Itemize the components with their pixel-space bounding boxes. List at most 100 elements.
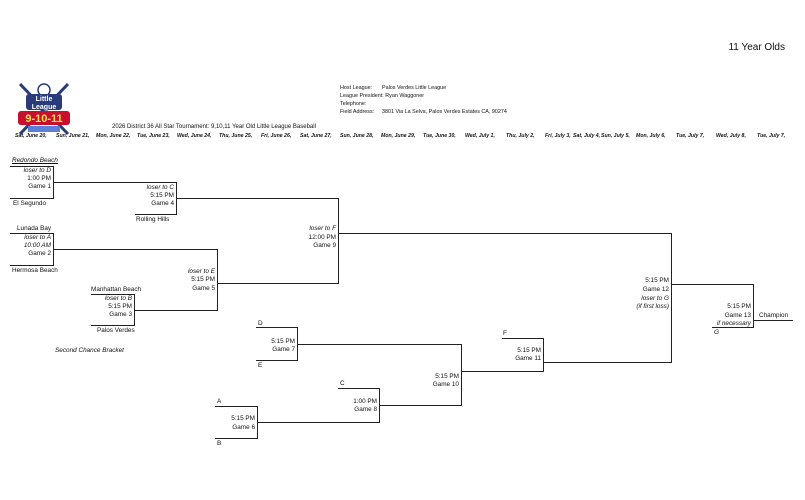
date-col: Tue, June 23, [137, 133, 170, 139]
bracket-line [543, 338, 544, 372]
bracket-line [215, 438, 257, 439]
game2-time: 10:00 AM [23, 242, 51, 249]
team-hermosa-beach: Hermosa Beach [12, 267, 58, 274]
logo-line3: 9-10-11 [25, 113, 62, 125]
bracket-line [379, 405, 461, 406]
date-col: Wed, June 24, [177, 133, 212, 139]
slot-g: G [714, 329, 719, 336]
game5-label: Game 5 [192, 285, 215, 292]
game12-label: Game 12 [642, 286, 669, 293]
second-chance-label: Second Chance Bracket [55, 347, 124, 354]
team-el-segundo: El Segundo [13, 200, 47, 207]
bracket-line [176, 198, 338, 199]
game6-label: Game 6 [232, 424, 255, 431]
tournament-title: 2026 District 36 All Star Tournament: 9,… [112, 124, 316, 130]
bracket-line [461, 371, 543, 372]
bracket-line [543, 362, 671, 363]
bracket-line [753, 320, 793, 321]
team-manhattan-beach: Manhattan Beach [91, 286, 142, 293]
game9-loser: loser to F [309, 225, 336, 232]
bracket-line [712, 327, 754, 328]
bracket-line [91, 325, 134, 326]
bracket-line [338, 388, 379, 389]
game5-time: 5:15 PM [191, 276, 215, 283]
bracket-line [256, 327, 297, 328]
game13-label: Game 13 [724, 312, 751, 319]
slot-d: D [258, 320, 263, 327]
date-col: Sun, June 28, [340, 133, 374, 139]
game4-time: 5:15 PM [150, 192, 174, 199]
bracket-line [10, 198, 53, 199]
game13-time: 5:15 PM [727, 303, 751, 310]
age-group-label: 11 Year Olds [728, 42, 785, 53]
game3-time: 5:15 PM [108, 303, 132, 310]
game8-time: 1:00 PM [353, 398, 377, 405]
bracket-line [10, 233, 53, 234]
game10-time: 5:15 PM [435, 373, 459, 380]
bracket-line [461, 344, 462, 406]
game1-loser: loser to D [23, 167, 51, 174]
team-palos-verdes: Palos Verdes [97, 327, 135, 334]
slot-b: B [217, 440, 222, 447]
bracket-line [257, 422, 379, 423]
bracket-line [91, 294, 134, 295]
bracket-line [53, 182, 176, 183]
game2-loser: loser to A [24, 234, 51, 241]
bracket-line [134, 310, 217, 311]
date-col: Thu, July 2, [506, 133, 535, 139]
game11-time: 5:15 PM [517, 347, 541, 354]
team-redondo-beach: Redondo Beach [12, 157, 58, 164]
game6-time: 5:15 PM [231, 415, 255, 422]
date-col: Thu, June 25, [219, 133, 253, 139]
game3-label: Game 3 [109, 311, 132, 318]
date-col: Mon, June 22, [96, 133, 131, 139]
slot-f: F [503, 330, 507, 337]
bracket-line [753, 284, 754, 327]
bracket-line [256, 360, 297, 361]
field-address-label: Field Address: [340, 109, 375, 115]
game12-time: 5:15 PM [645, 277, 669, 284]
game12-loser: loser to G [641, 295, 669, 302]
slot-c: C [340, 380, 345, 387]
game1-label: Game 1 [28, 183, 51, 190]
bracket-line [10, 265, 53, 266]
game5-loser: loser to E [188, 268, 215, 275]
date-col: Sun, July 5, [601, 133, 630, 139]
bracket-line [135, 214, 177, 215]
bracket-line [53, 249, 217, 250]
game4-loser: loser to C [146, 184, 174, 191]
host-league-value: Palos Verdes Little League [382, 85, 447, 91]
league-president: League President: Ryan Waggoner [340, 93, 425, 99]
bracket-line [671, 284, 753, 285]
date-col: Sat, June 27, [300, 133, 332, 139]
bracket-line [671, 233, 672, 363]
game4-label: Game 4 [151, 200, 174, 207]
slot-e: E [258, 362, 263, 369]
telephone-label: Telephone: [340, 101, 367, 107]
bracket-line [297, 344, 461, 345]
game3-loser: loser to B [105, 295, 132, 302]
game7-time: 5:15 PM [271, 338, 295, 345]
bracket-line [338, 233, 671, 234]
date-col: Sat, July 4, [573, 133, 601, 139]
game7-label: Game 7 [272, 346, 295, 353]
bracket-line [215, 406, 257, 407]
team-lunada-bay: Lunada Bay [17, 225, 52, 232]
game10-label: Game 10 [432, 381, 459, 388]
game9-time: 12:00 PM [308, 234, 336, 241]
date-col: Fri, July 3, [545, 133, 571, 139]
date-col: Wed, July 8, [716, 133, 746, 139]
bracket-line [338, 198, 339, 284]
slot-a: A [217, 398, 222, 405]
host-league-label: Host League: [340, 85, 373, 91]
field-address-value: 3801 Via La Selva, Palos Verdes Estates … [382, 109, 507, 115]
champion-label: Champion [759, 312, 789, 319]
date-col: Sat, June 20, [15, 133, 47, 139]
date-col: Wed, July 1, [465, 133, 495, 139]
game11-label: Game 11 [515, 355, 541, 362]
logo-line1: Little [36, 96, 53, 103]
bracket-line [10, 166, 53, 167]
game12-note: (if first loss) [636, 303, 669, 310]
game2-label: Game 2 [28, 250, 51, 257]
date-col: Mon, July 6, [636, 133, 666, 139]
